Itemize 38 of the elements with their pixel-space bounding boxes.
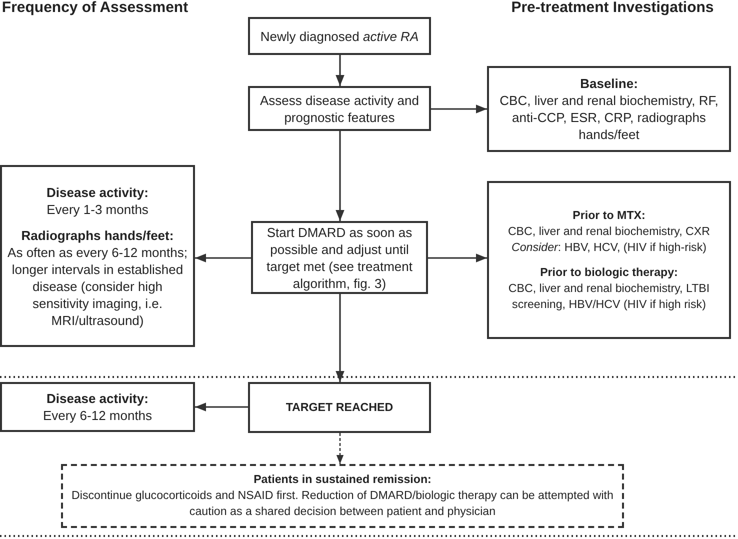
arrow [195,254,251,262]
box-text: Assess disease activity and prognostic features [259,92,420,126]
box-heading: TARGET REACHED [286,400,394,416]
box-text: As often as every 6-12 months; longer intervals in established disease (consider high sensitivity imaging, i.e. MRI/ultrasound) [6,244,188,328]
investigation-box [487,66,731,152]
arrow [195,402,248,412]
box-text: Consider: HBV, HCV, (HIV if high-risk) [511,240,707,256]
process-box [248,86,431,131]
arrow [428,254,487,262]
box-text: CBC, liver and renal biochemistry, RF, anti-CCP, ESR, CRP, radiographs hands/feet [498,92,720,143]
box-heading: Prior to MTX: [572,208,646,224]
arrow [336,55,344,86]
box-text: Discontinue glucocorticoids and NSAID first. Reduction of DMARD/biologic therapy can be attempted with caution as a shared decision between patient and physician [70,488,614,520]
box-text: CBC, liver and renal biochemistry, LTBI screening, HBV/HCV (HIV if high risk) [507,280,711,312]
column-heading: Frequency of Assessment [0,0,190,16]
assessment-box [0,165,195,347]
arrow [336,294,344,382]
box-text: Every 6-12 months [42,407,152,424]
arrow [336,131,344,221]
box-text: Every 1-3 months [46,200,148,218]
investigation-box [487,181,731,339]
start-box [248,17,431,55]
box-heading: Patients in sustained remission: [254,472,432,488]
arrow [431,104,487,114]
column-heading: Pre-treatment Investigations [510,0,715,16]
box-heading: Prior to biologic therapy: [540,264,678,280]
process-box [251,221,428,294]
box-heading: Disease activity: [46,184,148,200]
box-heading: Baseline: [580,75,638,92]
box-text: CBC, liver and renal biochemistry, CXR [508,224,710,240]
remission-box [61,464,624,528]
target-box [248,382,431,433]
box-heading: Disease activity: [46,390,148,407]
dashed-arrow [336,433,344,464]
assessment-box [0,382,195,432]
box-text: Newly diagnosed active RA [260,28,419,44]
box-heading: Radiographs hands/feet: [21,226,174,244]
box-text: Start DMARD as soon as possible and adjust until target met (see treatment algorithm, fig. 3) [266,224,414,292]
